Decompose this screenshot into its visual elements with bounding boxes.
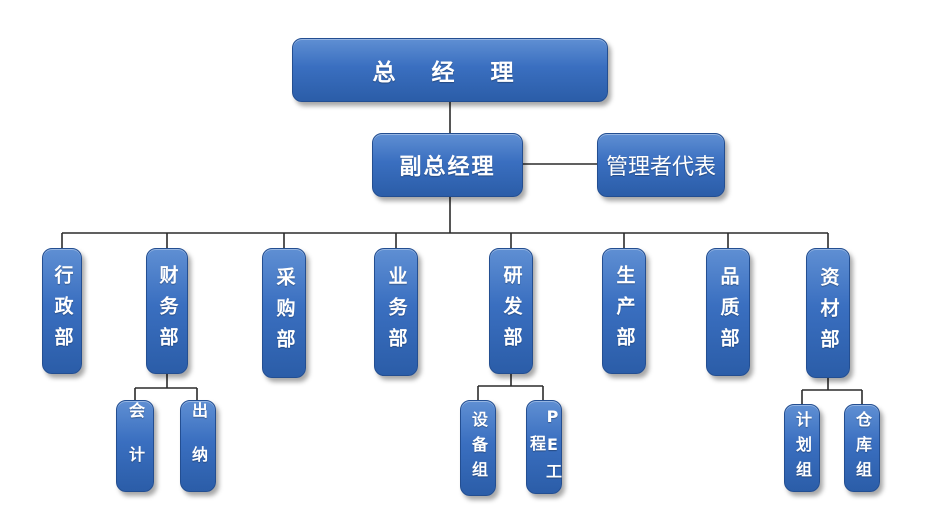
dept-rd-box: 研发部: [489, 248, 533, 374]
dept-production-box: 生产部: [602, 248, 646, 374]
sub-equipment-box: 设备组: [460, 400, 496, 496]
sub-pe-box: PE工程: [526, 400, 562, 494]
dept-materials-box: 资材部: [806, 248, 850, 378]
dept-production-label: 生产部: [613, 264, 636, 358]
dept-admin-label: 行政部: [51, 264, 74, 358]
deputy-manager-box: 副总经理: [372, 133, 523, 197]
dept-purchasing-label: 采购部: [273, 266, 296, 360]
sub-planning-label: 计划组: [793, 410, 812, 486]
dept-quality-box: 品质部: [706, 248, 750, 376]
dept-rd-label: 研发部: [500, 264, 523, 358]
dept-finance-box: 财务部: [146, 248, 188, 374]
sub-equipment-label: 设备组: [469, 410, 488, 486]
management-rep-label: 管理者代表: [605, 155, 716, 180]
general-manager-label: 总 经 理: [372, 60, 528, 86]
management-rep-box: 管理者代表: [597, 133, 725, 197]
sub-warehouse-box: 仓库组: [844, 404, 880, 492]
dept-materials-label: 资材部: [817, 266, 840, 360]
sub-cashier-box: 出纳: [180, 400, 216, 492]
dept-quality-label: 品质部: [717, 265, 740, 359]
dept-finance-label: 财务部: [156, 264, 179, 358]
dept-business-label: 业务部: [385, 265, 408, 359]
sub-planning-box: 计划组: [784, 404, 820, 492]
general-manager-box: 总 经 理: [292, 38, 608, 102]
sub-accounting-label: 会计: [126, 402, 145, 490]
sub-accounting-box: 会计: [116, 400, 154, 492]
dept-admin-box: 行政部: [42, 248, 82, 374]
deputy-manager-label: 副总经理: [399, 155, 496, 180]
dept-purchasing-box: 采购部: [262, 248, 306, 378]
sub-warehouse-label: 仓库组: [853, 410, 872, 486]
sub-cashier-label: 出纳: [189, 402, 208, 490]
dept-business-box: 业务部: [374, 248, 418, 376]
sub-pe-label: PE工程: [527, 406, 562, 488]
